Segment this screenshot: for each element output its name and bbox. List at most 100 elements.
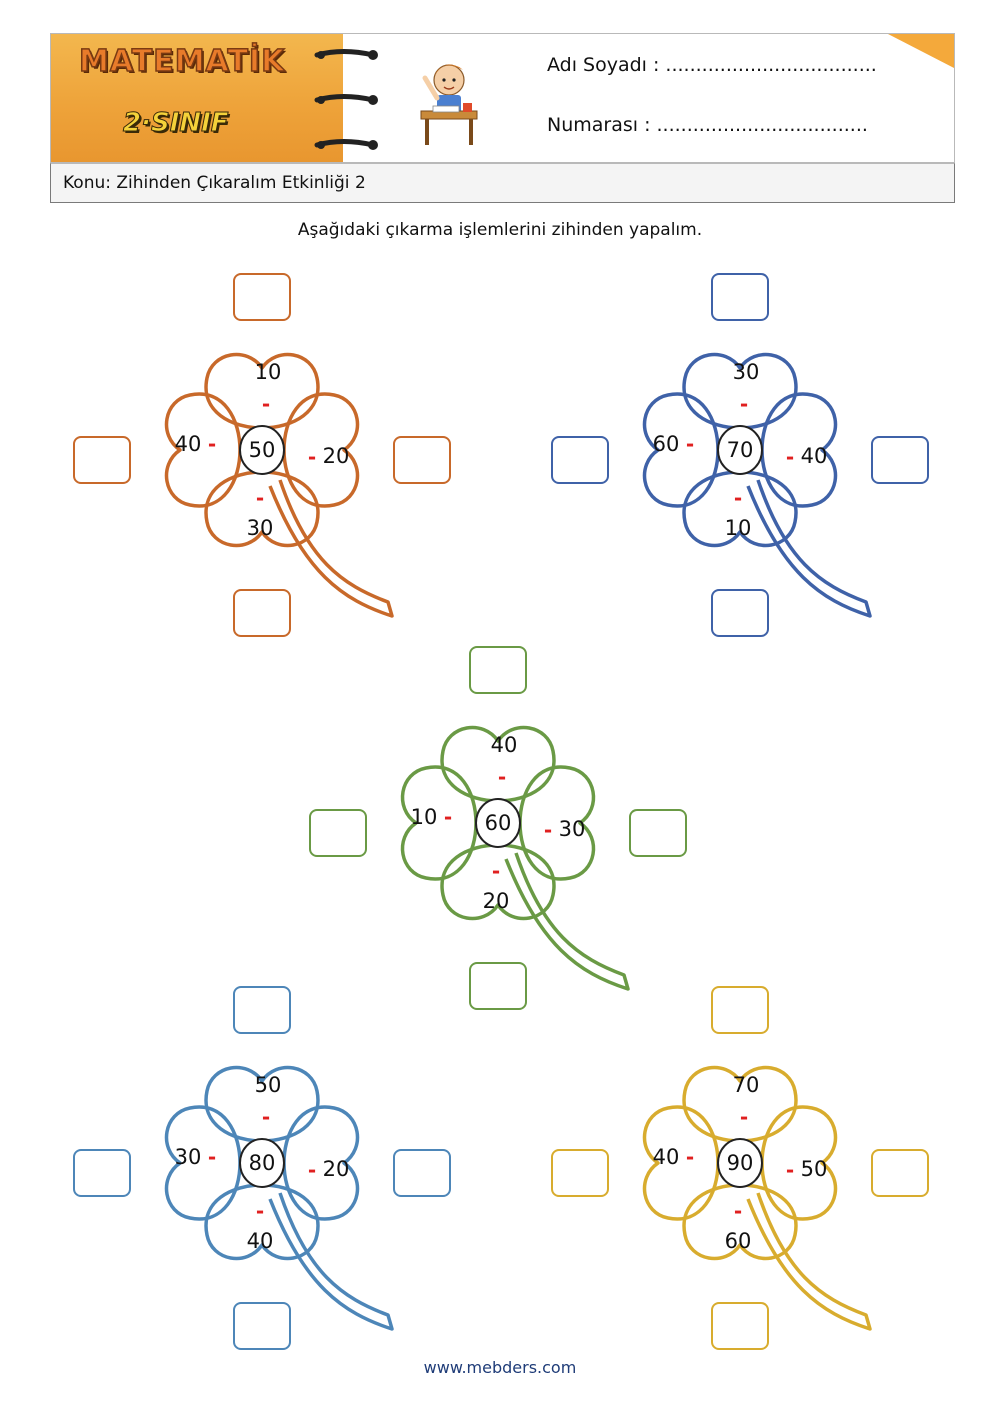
- clover-leaf: [282, 392, 360, 508]
- answer-box-right[interactable]: [393, 436, 451, 484]
- grade-logo: 2·SINIF: [123, 108, 230, 139]
- clover-leaf: [518, 765, 596, 881]
- answer-box-left[interactable]: [309, 809, 367, 857]
- answer-box-right[interactable]: [871, 1149, 929, 1197]
- clover-top-number: 70: [732, 1073, 760, 1097]
- minus-sign-bottom: -: [255, 1199, 265, 1223]
- answer-box-left[interactable]: [551, 436, 609, 484]
- minus-sign-bottom: -: [255, 486, 265, 510]
- answer-box-bottom[interactable]: [233, 1302, 291, 1350]
- clover-leaf: [682, 1183, 798, 1261]
- clover-leaf: [642, 392, 720, 508]
- clover-top-number: 40: [490, 733, 518, 757]
- clover-center-number: 80: [248, 1151, 276, 1175]
- clover-shape: [642, 1065, 872, 1331]
- topic-bar: Konu: Zihinden Çıkaralım Etkinliği 2: [50, 163, 955, 203]
- clover-shape: [164, 352, 394, 618]
- clover-leaf: [282, 1105, 360, 1221]
- answer-box-top[interactable]: [233, 986, 291, 1034]
- clover-leaf: [164, 392, 242, 508]
- clover-leaf: [204, 470, 320, 548]
- header-banner: MATEMATİK 2·SINIF: [51, 34, 343, 162]
- minus-sign-left: -: [443, 805, 453, 829]
- minus-sign-left: -: [685, 432, 695, 456]
- clover-right-number: 20: [322, 1157, 350, 1181]
- clover-left-number: 60: [652, 432, 680, 456]
- worksheet-header: MATEMATİK 2·SINIF Adı Soyadı : .........…: [50, 33, 955, 163]
- answer-box-right[interactable]: [629, 809, 687, 857]
- clover-stem: [504, 852, 630, 991]
- answer-box-right[interactable]: [871, 436, 929, 484]
- student-name-field: Adı Soyadı : ...........................…: [547, 54, 877, 76]
- clover-right-number: 20: [322, 444, 350, 468]
- clover-leaf: [760, 1105, 838, 1221]
- minus-sign-top: -: [739, 392, 749, 416]
- clover-top-number: 10: [254, 360, 282, 384]
- clover-bottom-number: 30: [246, 516, 274, 540]
- clover-leaf: [642, 1105, 720, 1221]
- minus-sign-right: -: [307, 1158, 317, 1182]
- clover-center-number: 50: [248, 438, 276, 462]
- clover-stem: [746, 479, 872, 618]
- clover-center-circle: [717, 425, 763, 475]
- clover-bottom-number: 60: [724, 1229, 752, 1253]
- student-number-field: Numarası : .............................…: [547, 114, 868, 136]
- answer-box-left[interactable]: [551, 1149, 609, 1197]
- clover-leaf: [440, 725, 556, 803]
- clover-bottom-number: 20: [482, 889, 510, 913]
- clover-center-circle: [239, 1138, 285, 1188]
- clover-left-number: 10: [410, 805, 438, 829]
- clover-bottom-number: 10: [724, 516, 752, 540]
- answer-box-bottom[interactable]: [233, 589, 291, 637]
- student-at-desk-icon: [420, 64, 478, 145]
- topic-title: Konu: Zihinden Çıkaralım Etkinliği 2: [63, 173, 366, 193]
- clover-top-number: 30: [732, 360, 760, 384]
- clover-left-number: 40: [652, 1145, 680, 1169]
- clover-leaf: [682, 352, 798, 430]
- answer-box-left[interactable]: [73, 1149, 131, 1197]
- clover-shape: [400, 725, 630, 991]
- minus-sign-bottom: -: [733, 1199, 743, 1223]
- minus-sign-top: -: [739, 1105, 749, 1129]
- clover-center-circle: [475, 798, 521, 848]
- answer-box-bottom[interactable]: [711, 1302, 769, 1350]
- answer-box-top[interactable]: [711, 986, 769, 1034]
- minus-sign-right: -: [543, 818, 553, 842]
- minus-sign-right: -: [785, 1158, 795, 1182]
- minus-sign-top: -: [497, 765, 507, 789]
- clover-leaf: [400, 765, 478, 881]
- answer-box-right[interactable]: [393, 1149, 451, 1197]
- clover-stem: [746, 1192, 872, 1331]
- instruction-text: Aşağıdaki çıkarma işlemlerini zihinden y…: [297, 220, 703, 240]
- clover-leaf: [760, 392, 838, 508]
- subject-logo: MATEMATİK: [78, 43, 286, 80]
- answer-box-top[interactable]: [469, 646, 527, 694]
- clover-right-number: 40: [800, 444, 828, 468]
- minus-sign-right: -: [307, 445, 317, 469]
- minus-sign-bottom: -: [491, 859, 501, 883]
- clover-top-number: 50: [254, 1073, 282, 1097]
- clover-leaf: [682, 1065, 798, 1143]
- clover-bottom-number: 40: [246, 1229, 274, 1253]
- clover-shape: [164, 1065, 394, 1331]
- answer-box-top[interactable]: [711, 273, 769, 321]
- website-footer: www.mebders.com: [423, 1358, 577, 1377]
- minus-sign-left: -: [207, 1145, 217, 1169]
- answer-box-bottom[interactable]: [711, 589, 769, 637]
- clover-left-number: 40: [174, 432, 202, 456]
- answer-box-bottom[interactable]: [469, 962, 527, 1010]
- clover-center-number: 60: [484, 811, 512, 835]
- corner-decoration: [888, 34, 954, 68]
- clover-center-number: 90: [726, 1151, 754, 1175]
- clover-leaf: [204, 352, 320, 430]
- minus-sign-left: -: [207, 432, 217, 456]
- clover-center-circle: [239, 425, 285, 475]
- binder-rings-icon: [314, 49, 378, 150]
- answer-box-left[interactable]: [73, 436, 131, 484]
- clover-leaf: [682, 470, 798, 548]
- clover-center-circle: [717, 1138, 763, 1188]
- clover-stem: [268, 1192, 394, 1331]
- clover-right-number: 30: [558, 817, 586, 841]
- answer-box-top[interactable]: [233, 273, 291, 321]
- minus-sign-right: -: [785, 445, 795, 469]
